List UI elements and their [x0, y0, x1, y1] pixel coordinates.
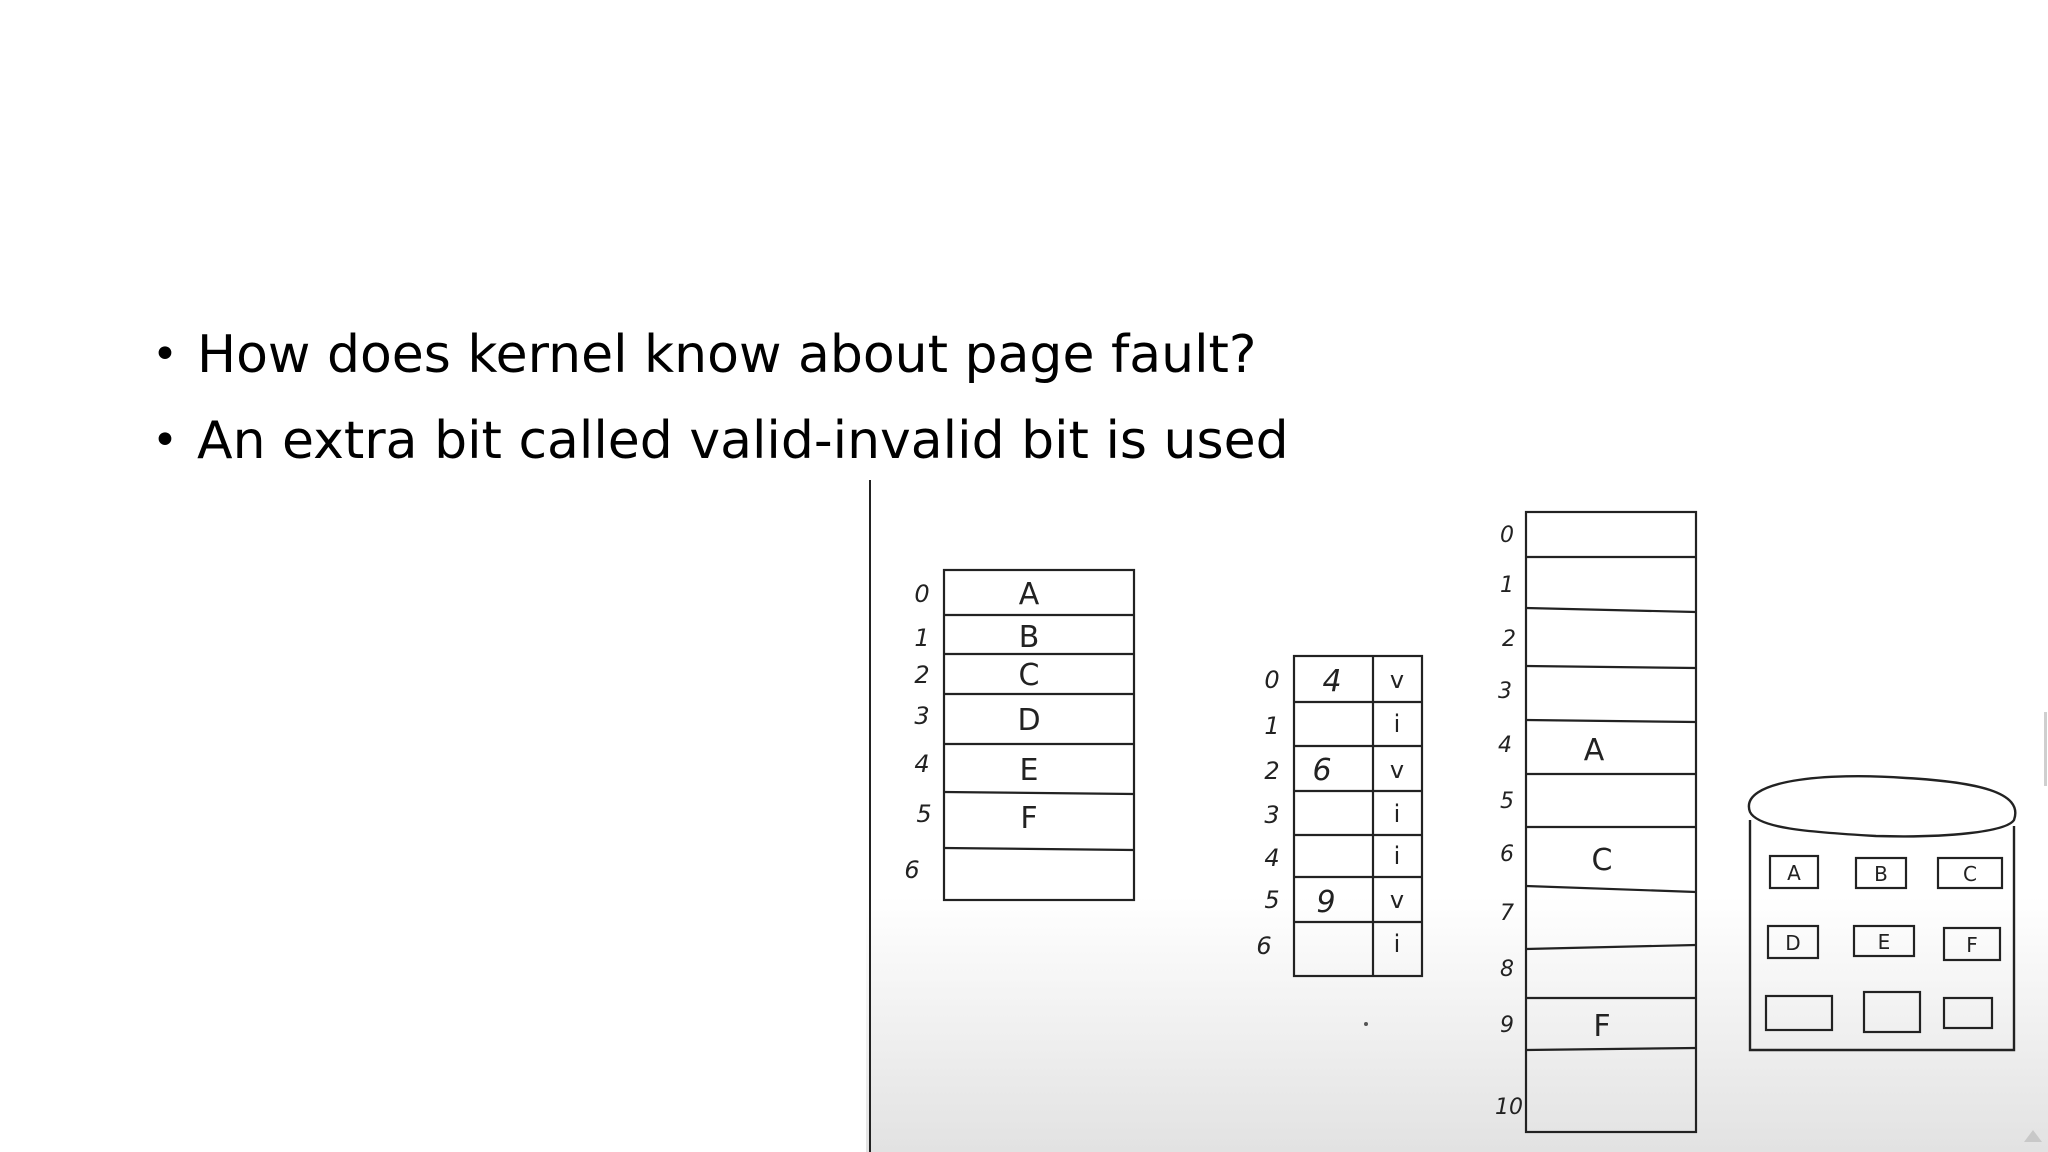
frame-index: 2 — [1502, 627, 1516, 652]
page-table-indices: 0 1 2 3 4 5 6 — [1256, 666, 1279, 960]
physical-memory-indices: 0 1 2 3 4 5 6 7 8 9 10 — [1495, 523, 1523, 1120]
page-table-index: 1 — [1264, 712, 1279, 740]
paging-diagram: 0 1 2 3 4 5 6 A B C D E F — [866, 480, 2048, 1152]
disk-slots — [1764, 854, 2004, 1034]
disk-page: B — [1874, 862, 1888, 886]
scroll-up-arrow-icon[interactable] — [2024, 1130, 2042, 1142]
valid-invalid-bit: i — [1394, 710, 1401, 738]
frame-index: 8 — [1500, 957, 1514, 982]
disk-icon — [1747, 774, 2017, 1052]
bullet-item: • How does kernel know about page fault? — [152, 312, 1289, 398]
bullet-dot-icon: • — [152, 415, 178, 466]
edge-mark — [2044, 712, 2047, 786]
physical-memory-contents: A C F — [1584, 733, 1613, 1044]
frame-index: 7 — [1500, 901, 1514, 926]
disk-labels: A B C D E F — [1785, 861, 1977, 957]
frame-content: A — [1584, 733, 1605, 768]
bullet-item: • An extra bit called valid-invalid bit i… — [152, 398, 1289, 484]
logical-index: 6 — [904, 856, 919, 884]
frame-content: C — [1592, 843, 1613, 878]
frame-index: 3 — [1498, 679, 1512, 704]
logical-page: E — [1020, 753, 1039, 788]
page-table-frame: 6 — [1312, 753, 1331, 788]
physical-memory — [1524, 510, 1698, 1134]
logical-index: 1 — [914, 624, 929, 652]
logical-memory-pages: A B C D E F — [1017, 577, 1040, 836]
logical-index: 4 — [914, 750, 929, 778]
logical-page: D — [1017, 703, 1040, 738]
disk-page: E — [1878, 930, 1891, 954]
logical-page: F — [1020, 801, 1037, 836]
disk-page: D — [1785, 931, 1800, 955]
frame-index: 1 — [1500, 573, 1514, 598]
logical-page: B — [1019, 620, 1040, 655]
logical-index: 3 — [914, 702, 929, 730]
disk-page: C — [1963, 862, 1977, 886]
logical-index: 2 — [914, 661, 929, 689]
logical-index: 0 — [914, 580, 929, 608]
valid-invalid-bit: i — [1394, 800, 1401, 828]
page-table-frame: 9 — [1316, 885, 1335, 920]
page-table-index: 3 — [1264, 801, 1279, 829]
page-table-index: 0 — [1264, 666, 1279, 694]
logical-memory-indices: 0 1 2 3 4 5 6 — [904, 580, 931, 884]
frame-index: 10 — [1495, 1095, 1523, 1120]
page-table-index: 6 — [1256, 932, 1271, 960]
valid-invalid-bit: v — [1390, 666, 1404, 694]
page-table-index: 2 — [1264, 757, 1279, 785]
page-table — [1292, 654, 1424, 978]
bullet-list: •How does kernel know about page fault? … — [152, 312, 1289, 484]
logical-page: A — [1019, 577, 1040, 612]
frame-content: F — [1593, 1009, 1610, 1044]
disk-page: F — [1966, 933, 1978, 957]
logical-page: C — [1019, 658, 1040, 693]
stray-dot — [1364, 1022, 1368, 1026]
valid-invalid-bit: v — [1390, 886, 1404, 914]
bullet-text: How does kernel know about page fault? — [197, 325, 1257, 385]
frame-index: 4 — [1498, 733, 1512, 758]
valid-invalid-bit: v — [1390, 756, 1404, 784]
page-table-frames: 4 6 9 — [1312, 664, 1341, 920]
frame-index: 6 — [1500, 842, 1514, 867]
logical-index: 5 — [916, 800, 931, 828]
frame-index: 9 — [1500, 1013, 1514, 1038]
frame-index: 5 — [1500, 789, 1514, 814]
valid-invalid-bit: i — [1394, 930, 1401, 958]
bullet-text: An extra bit called valid-invalid bit is… — [197, 411, 1289, 471]
valid-invalid-bit: i — [1394, 842, 1401, 870]
page-table-bits: v i v i i v i — [1390, 666, 1404, 958]
page-table-frame: 4 — [1322, 664, 1341, 699]
logical-memory — [942, 568, 1136, 902]
page-table-index: 4 — [1264, 844, 1279, 872]
disk-page: A — [1787, 861, 1801, 885]
bullet-dot-icon: • — [152, 329, 178, 380]
page-table-index: 5 — [1264, 886, 1279, 914]
frame-index: 0 — [1500, 523, 1514, 548]
